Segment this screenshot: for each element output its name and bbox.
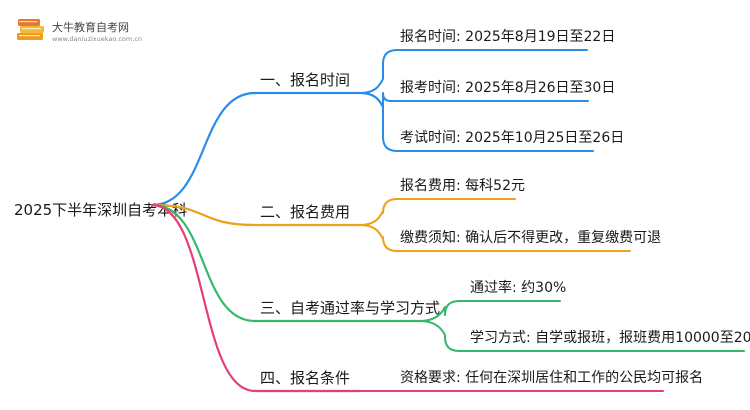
leaf-connector	[359, 224, 631, 252]
root-topic: 2025下半年深圳自考本科	[14, 201, 187, 219]
leaf-label: 资格要求: 任何在深圳居住和工作的公民均可报名	[400, 370, 703, 386]
leaf-connector	[359, 49, 588, 94]
leaf-label: 学习方式: 自学或报班，报班费用10000至20000元	[470, 330, 750, 346]
leaf-label: 报考时间: 2025年8月26日至30日	[400, 80, 615, 96]
branch-label: 一、报名时间	[260, 71, 350, 89]
logo-url: www.daniuzixuekao.com.cn	[52, 35, 142, 43]
branch-label: 三、自考通过率与学习方式	[260, 299, 440, 317]
leaf-label: 通过率: 约30%	[470, 279, 566, 296]
book-stack-icon	[17, 19, 44, 40]
branch-connector	[150, 203, 257, 227]
leaf-label: 考试时间: 2025年10月25日至26日	[400, 130, 624, 146]
logo-name: 大牛教育自考网	[52, 21, 129, 34]
leaf-label: 缴费须知: 确认后不得更改，重复缴费可退	[400, 229, 661, 246]
leaf-label: 报名时间: 2025年8月19日至22日	[400, 29, 615, 45]
leaf-connector	[359, 198, 516, 226]
leaf-connector	[359, 92, 594, 152]
branch-label: 四、报名条件	[260, 369, 350, 387]
branch-label: 二、报名费用	[260, 203, 350, 221]
branch-connector	[150, 203, 257, 393]
leaf-connector	[419, 300, 561, 322]
leaf-connector	[419, 320, 745, 352]
branch-connector	[150, 203, 257, 323]
site-logo: 大牛教育自考网 www.daniuzixuekao.com.cn	[14, 14, 154, 48]
leaf-label: 报名费用: 每科52元	[400, 178, 525, 194]
branch-connector	[150, 91, 257, 207]
